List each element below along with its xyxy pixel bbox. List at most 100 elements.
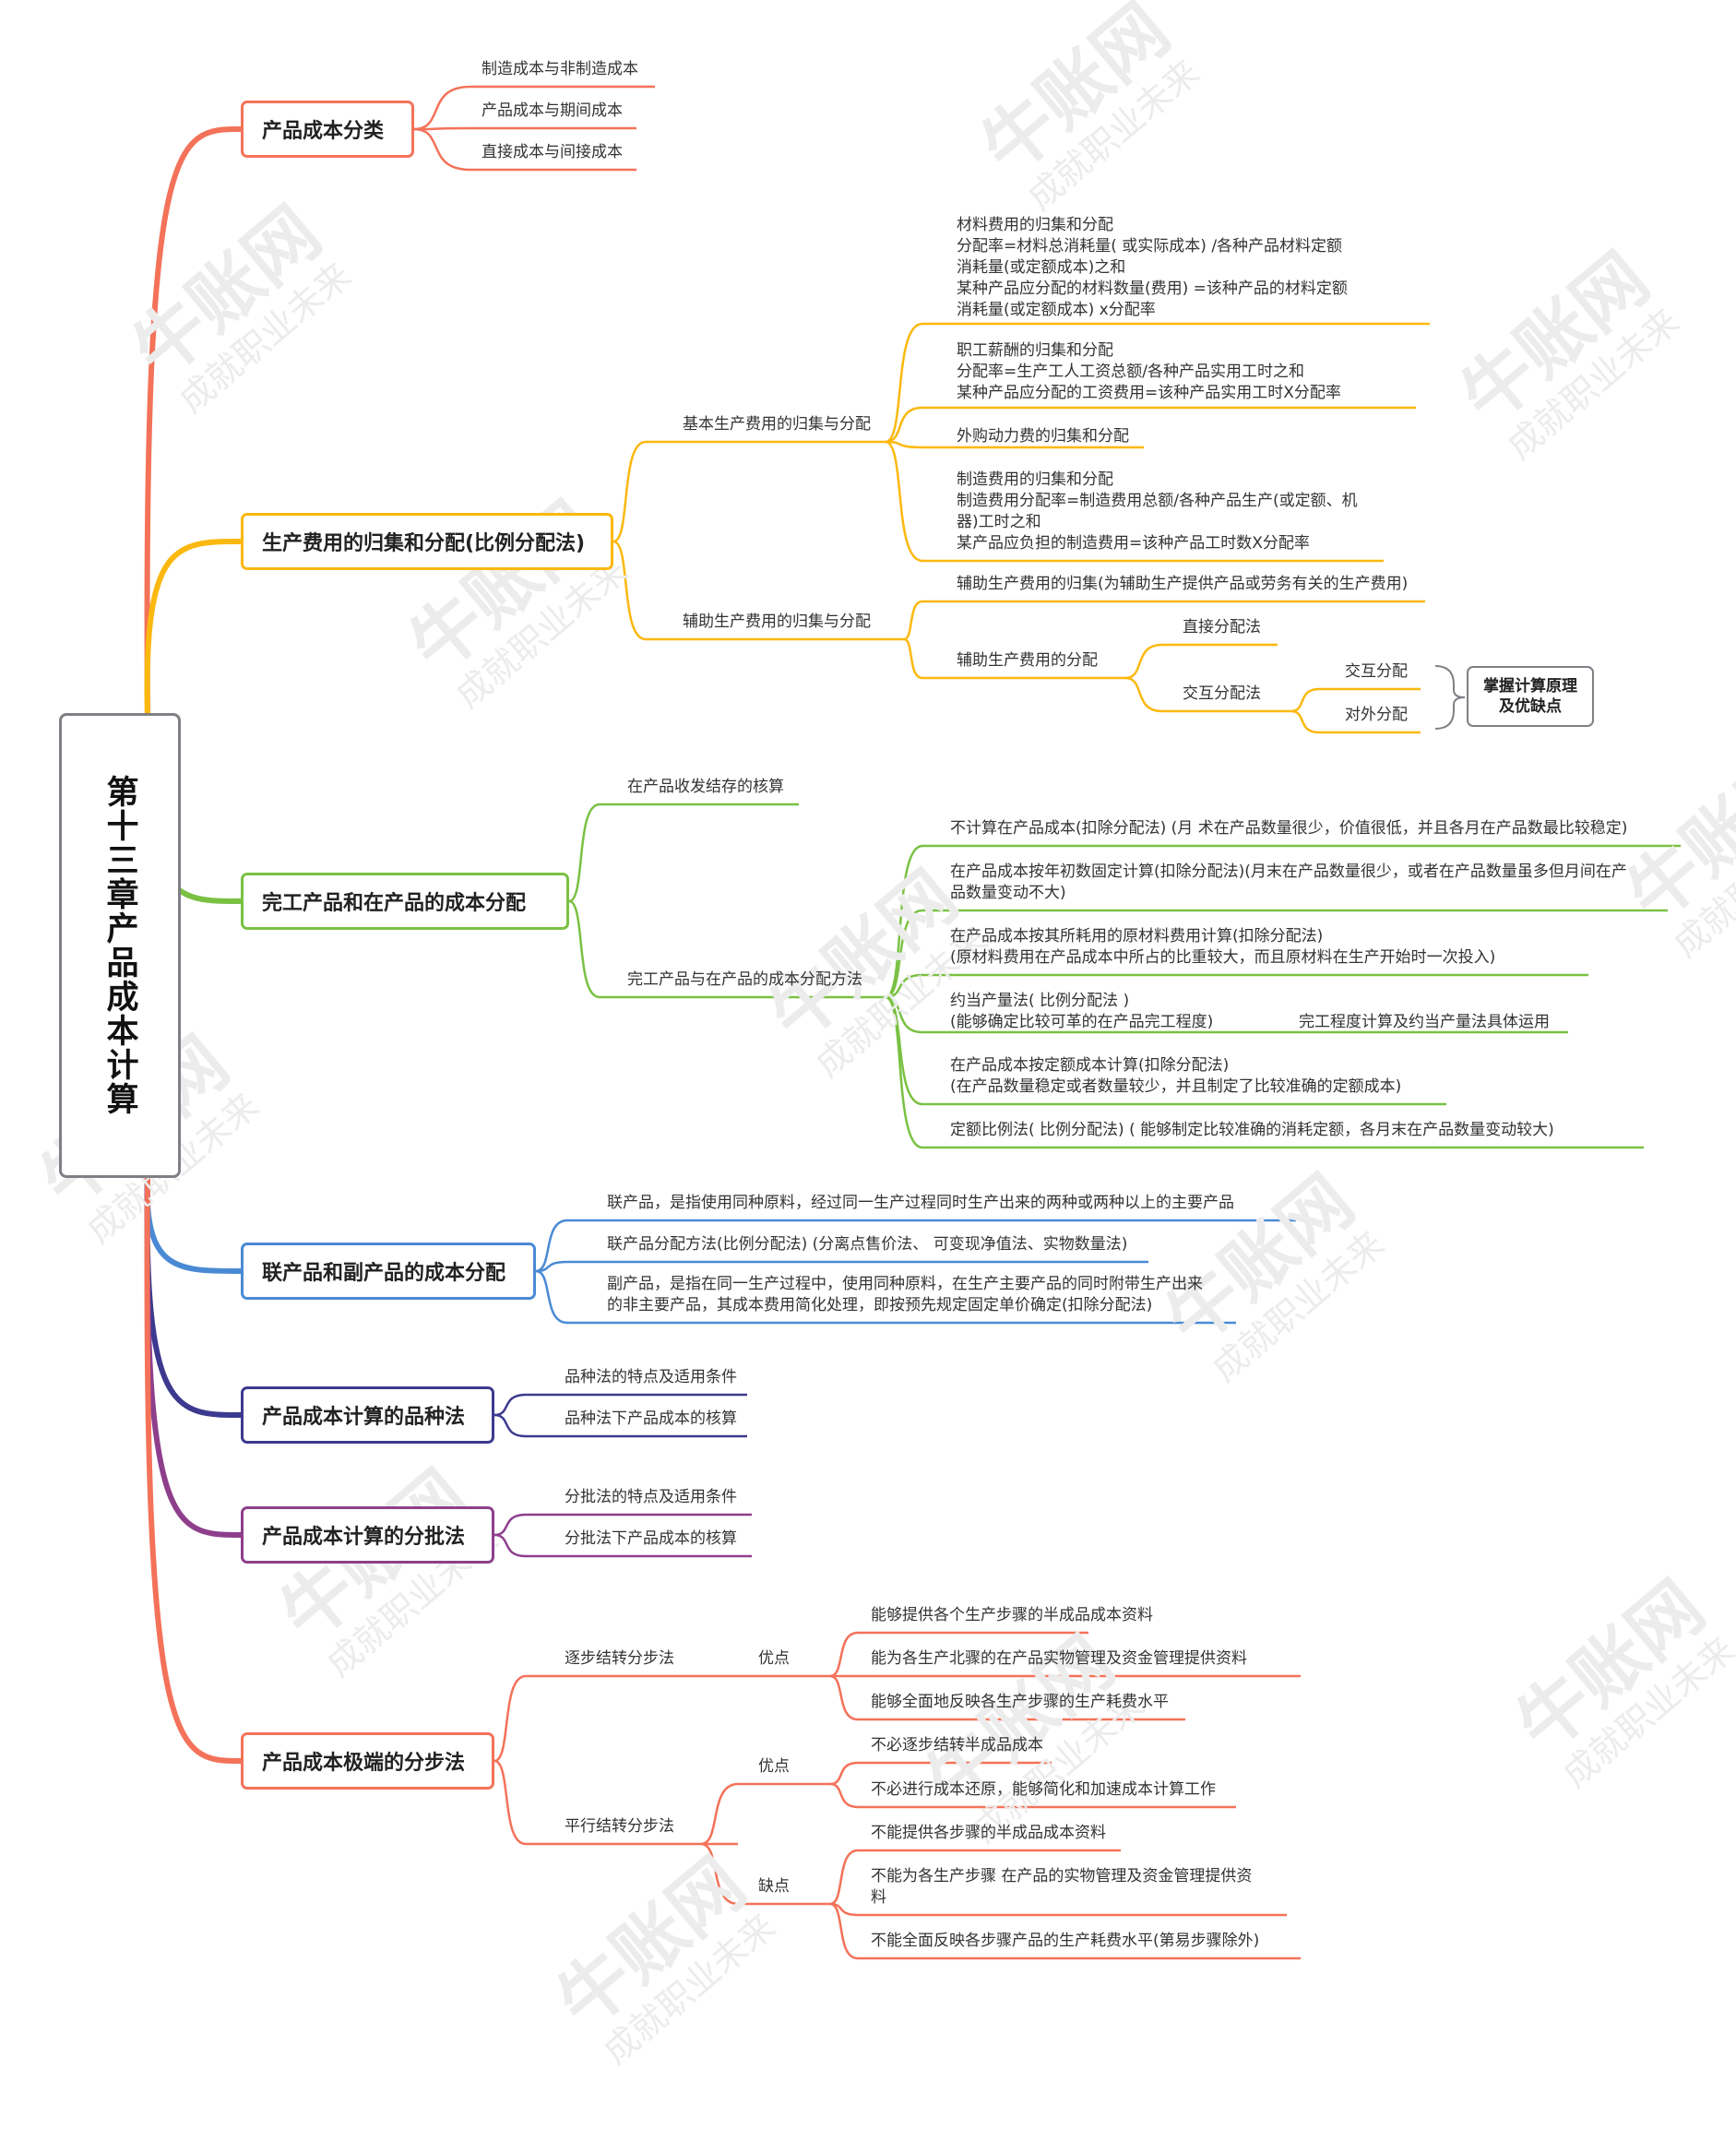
bracket	[1434, 665, 1466, 730]
list-item: 交互分配	[1345, 662, 1408, 681]
connector	[885, 995, 923, 1034]
connector	[885, 440, 923, 449]
connector	[829, 1849, 859, 1906]
subtopic-parallel-transfer: 平行结转分步法	[565, 1817, 674, 1836]
list-item: 辅助生产费用的分配	[957, 651, 1098, 670]
connector	[1290, 709, 1320, 734]
connector	[829, 1631, 859, 1678]
connector	[885, 973, 923, 999]
subtopic-basic-production: 基本生产费用的归集与分配	[683, 415, 871, 434]
connector	[144, 1171, 242, 1418]
connector	[700, 1842, 739, 1906]
branch-product-method[interactable]: 产品成本计算的品种法	[241, 1386, 494, 1444]
list-item: 品种法的特点及适用条件	[565, 1368, 737, 1386]
connector	[493, 1413, 527, 1438]
root-title: 第十三章产品成本计算	[101, 775, 138, 1116]
list-item: 产品成本与期间成本	[482, 101, 623, 120]
subtopic-sequential-transfer: 逐步结转分步法	[565, 1649, 674, 1668]
connector	[535, 1219, 568, 1273]
list-item: 在产品成本按定额成本计算(扣除分配法) (在产品数量稳定或者数量较少，并且制定了…	[950, 1056, 1402, 1096]
list-item: 直接成本与间接成本	[482, 143, 623, 161]
connector	[829, 1674, 859, 1721]
list-item: 制造费用的归集和分配 制造费用分配率=制造费用总额/各种产品生产(或定额、机 器…	[957, 470, 1358, 553]
connector	[1124, 643, 1163, 680]
connector	[144, 1171, 242, 1764]
connector	[829, 1782, 859, 1809]
connector	[829, 1761, 859, 1786]
branch-cost-classification[interactable]: 产品成本分类	[241, 101, 414, 158]
list-item: 副产品，是指在同一生产过程中，使用同种原料，在生产主要产品的同时附带生产出来 的…	[607, 1275, 1203, 1314]
connector	[1290, 687, 1320, 713]
connector-lines	[144, 85, 1681, 1960]
connector	[885, 844, 923, 999]
connector	[612, 540, 647, 641]
branch-finished-wip[interactable]: 完工产品和在产品的成本分配	[241, 873, 569, 930]
list-item: 外购动力费的归集和分配	[957, 427, 1129, 446]
connector	[493, 1533, 527, 1558]
list-item: 不能全面反映各步骤产品的生产耗费水平(第易步骤除外)	[871, 1932, 1260, 1950]
branch-step-method[interactable]: 产品成本极端的分步法	[241, 1732, 494, 1790]
note-box: 掌握计算原理 及优缺点	[1467, 666, 1594, 727]
branch-batch-method[interactable]: 产品成本计算的分批法	[241, 1506, 494, 1564]
list-item: 能为各生产北骤的在产品实物管理及资金管理提供资料	[871, 1649, 1247, 1668]
list-item: 材料费用的归集和分配 分配率=材料总消耗量( 或实际成本) /各种产品材料定额 …	[957, 216, 1348, 319]
connector	[612, 440, 647, 543]
list-item: 在产品成本按年初数固定计算(扣除分配法)(月末在产品数量很少，或者在产品数量虽多…	[950, 862, 1627, 902]
connector	[885, 995, 923, 1106]
connector	[144, 126, 242, 720]
connector	[885, 406, 923, 444]
pros-label: 优点	[758, 1649, 790, 1668]
mind-map: 牛账网成就职业未来牛账网成就职业未来牛账网成就职业未来牛账网成就职业未来牛账网成…	[25, 0, 1736, 2072]
connector	[903, 637, 923, 680]
list-item: 直接分配法	[1183, 618, 1261, 636]
list-item: 对外分配	[1345, 706, 1408, 724]
list-item: 能够全面地反映各生产步骤的生产耗费水平	[871, 1693, 1169, 1711]
pros-label: 优点	[758, 1757, 790, 1776]
list-item: 交互分配法	[1183, 684, 1261, 703]
connector	[568, 899, 600, 999]
list-item: 不能提供各步骤的半成品成本资料	[871, 1824, 1106, 1842]
list-item: 约当产量法( 比例分配法 ) (能够确定比较可革的在产品完工程度)	[950, 992, 1214, 1031]
connector	[885, 909, 923, 999]
connector	[885, 995, 923, 1149]
connector	[568, 803, 600, 903]
list-item: 制造成本与非制造成本	[482, 60, 638, 78]
list-item: 职工薪酬的归集和分配 分配率=生产工人工资总额/各种产品实用工时之和 某种产品应…	[957, 341, 1341, 402]
list-item: 定额比例法( 比例分配法) ( 能够制定比较准确的消耗定额，各月末在产品数量变动…	[950, 1121, 1554, 1139]
connector	[1124, 676, 1163, 713]
list-item: 不必逐步结转半成品成本	[871, 1736, 1043, 1754]
connector	[829, 1902, 859, 1960]
connector	[700, 1782, 739, 1846]
list-item: 分批法下产品成本的核算	[565, 1529, 737, 1548]
root-node[interactable]: 第十三章产品成本计算	[59, 713, 181, 1178]
connector	[535, 1260, 568, 1273]
subtopic-allocation-methods: 完工产品与在产品的成本分配方法	[627, 970, 862, 989]
list-item: 能够提供各个生产步骤的半成品成本资料	[871, 1606, 1153, 1624]
subtopic-auxiliary-production: 辅助生产费用的归集与分配	[683, 613, 871, 631]
connector	[885, 322, 923, 444]
connector	[413, 127, 471, 172]
connector	[535, 1269, 568, 1325]
list-item: 分批法的特点及适用条件	[565, 1488, 737, 1506]
connector	[903, 600, 923, 641]
list-item: 联产品分配方法(比例分配法) (分离点售价法、 可变现净值法、实物数量法)	[607, 1235, 1128, 1254]
subtopic-wip-accounting: 在产品收发结存的核算	[627, 778, 784, 796]
branch-joint-byproducts[interactable]: 联产品和副产品的成本分配	[241, 1243, 536, 1300]
list-item: 辅助生产费用的归集(为辅助生产提供产品或劳务有关的生产费用)	[957, 575, 1409, 593]
list-item: 不计算在产品成本(扣除分配法) (月 术在产品数量很少，价值很低，并且各月在产品…	[950, 819, 1628, 838]
list-item: 品种法下产品成本的核算	[565, 1409, 737, 1428]
cons-label: 缺点	[758, 1877, 790, 1896]
branch-expense-allocation[interactable]: 生产费用的归集和分配(比例分配法)	[241, 513, 613, 570]
list-item: 完工程度计算及约当产量法具体运用	[1299, 1013, 1550, 1031]
connector	[493, 1674, 527, 1763]
connector	[413, 85, 471, 131]
connector	[413, 126, 471, 131]
connector	[885, 440, 923, 563]
connector	[493, 1513, 527, 1537]
connector	[493, 1759, 527, 1846]
list-item: 不必进行成本还原，能够简化和加速成本计算工作	[871, 1780, 1216, 1799]
list-item: 不能为各生产步骤 在产品的实物管理及资金管理提供资 料	[871, 1867, 1253, 1907]
connector	[144, 1171, 242, 1538]
connector	[493, 1393, 527, 1417]
list-item: 联产品，是指使用同种原料，经过同一生产过程同时生产出来的两种或两种以上的主要产品	[607, 1194, 1234, 1212]
